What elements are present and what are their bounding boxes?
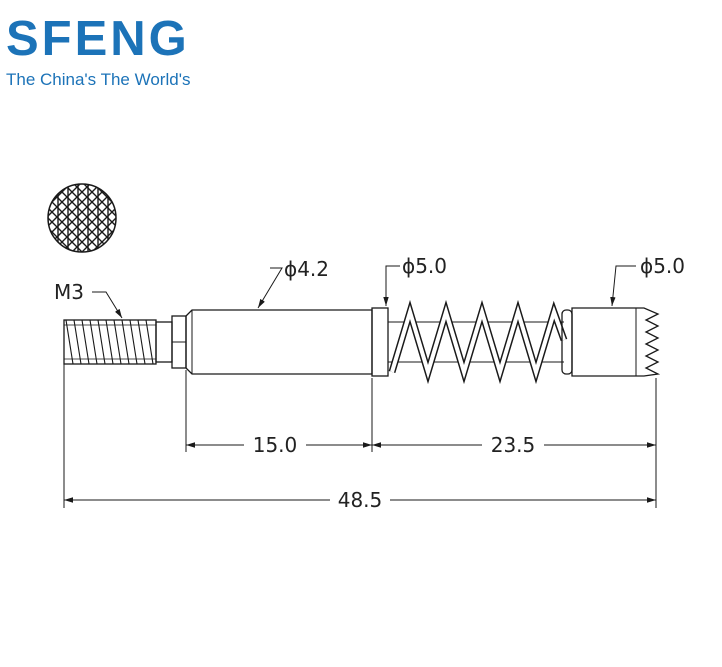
probe-barrel — [185, 309, 373, 375]
label-thread: M3 — [54, 280, 123, 319]
dimension-spring-tip-length: 23.5 — [372, 433, 656, 457]
logo-wordmark: SFENG — [6, 12, 190, 66]
collar — [371, 307, 389, 377]
label-barrel-diameter: ϕ4.2 — [257, 257, 329, 309]
tip-diameter-label: ϕ5.0 — [640, 254, 685, 278]
dimension-overall-length: 48.5 — [64, 488, 656, 512]
thread-label: M3 — [54, 280, 84, 304]
dimension-barrel-length: 15.0 — [186, 433, 372, 457]
dim-overall-length-value: 48.5 — [338, 488, 383, 512]
collar-diameter-label: ϕ5.0 — [402, 254, 447, 278]
threaded-end — [63, 315, 187, 369]
label-collar-diameter: ϕ5.0 — [383, 254, 447, 306]
crown-tip-end-view — [47, 183, 117, 253]
crown-tip-side-view — [561, 307, 661, 377]
dim-barrel-length-value: 15.0 — [253, 433, 298, 457]
label-tip-diameter: ϕ5.0 — [610, 254, 685, 307]
extension-lines — [63, 364, 657, 508]
sfeng-logo: SFENG The China's The World's — [6, 12, 226, 90]
spring — [388, 299, 568, 385]
dim-spring-tip-length-value: 23.5 — [491, 433, 536, 457]
barrel-diameter-label: ϕ4.2 — [284, 257, 329, 281]
logo-tagline: The China's The World's — [6, 70, 191, 89]
